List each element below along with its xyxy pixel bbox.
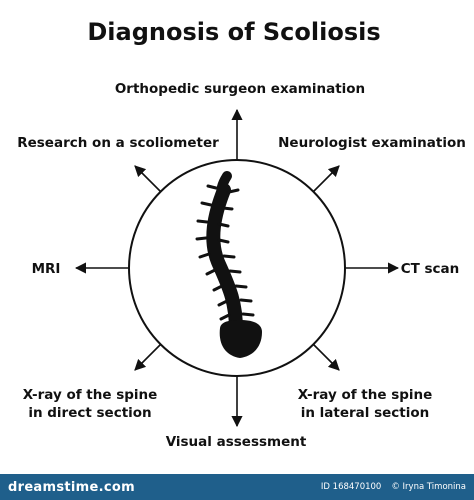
label-xray-lateral-line1: X-ray of the spine bbox=[298, 387, 433, 403]
diagram-title: Diagnosis of Scoliosis bbox=[87, 18, 380, 46]
label-orthopedic-surgeon-examination: Orthopedic surgeon examination bbox=[115, 81, 365, 97]
dreamstime-logo: dreamstime.com bbox=[8, 479, 135, 495]
author-credit: © Iryna Timonina bbox=[391, 482, 466, 492]
label-neurologist-examination: Neurologist examination bbox=[278, 135, 466, 151]
watermark-footer-bar: dreamstime.com ID 168470100 © Iryna Timo… bbox=[0, 474, 474, 500]
image-id: ID 168470100 bbox=[320, 482, 382, 492]
arrow-top-right bbox=[312, 165, 340, 193]
label-research-scoliometer: Research on a scoliometer bbox=[17, 135, 219, 151]
label-mri: MRI bbox=[32, 261, 61, 277]
label-xray-direct-line2: in direct section bbox=[28, 405, 151, 421]
label-xray-lateral-line2: in lateral section bbox=[301, 405, 430, 421]
arrow-top-left bbox=[134, 165, 162, 193]
label-ct-scan: CT scan bbox=[401, 261, 460, 277]
arrow-bottom-left bbox=[134, 343, 162, 371]
arrow-bottom-right bbox=[312, 343, 340, 371]
curved-spine-silhouette bbox=[195, 171, 262, 358]
label-xray-direct-line1: X-ray of the spine bbox=[23, 387, 158, 403]
label-visual-assessment: Visual assessment bbox=[166, 434, 307, 450]
image-credit: ID 168470100 © Iryna Timonina bbox=[321, 482, 466, 492]
